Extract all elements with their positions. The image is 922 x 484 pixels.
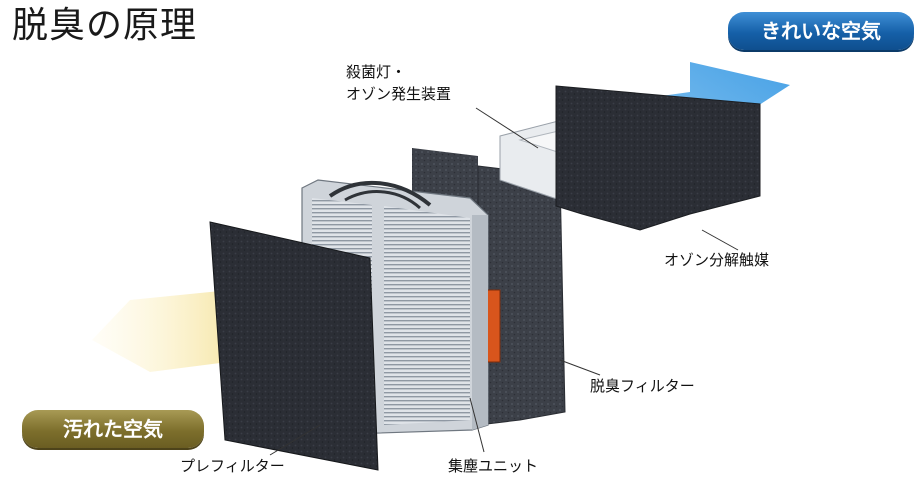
pre-filter-label: プレフィルター xyxy=(180,457,285,475)
uv-ozone-label-line2: オゾン発生装置 xyxy=(346,85,452,103)
leader-ozone-catalyst xyxy=(701,229,739,251)
ozone-catalyst-panel xyxy=(555,85,761,231)
clean-air-badge: きれいな空気 xyxy=(728,12,914,50)
uv-ozone-label-line1: 殺菌灯・ xyxy=(346,63,407,81)
dust-unit-label: 集塵ユニット xyxy=(448,457,539,475)
leader-deodorizing-filter xyxy=(559,359,601,376)
deodorizing-filter-label: 脱臭フィルター xyxy=(590,377,695,395)
leader-uv-ozone xyxy=(475,107,539,149)
leader-pre-filter xyxy=(269,424,321,456)
leader-dust-unit xyxy=(469,397,485,453)
ozone-catalyst-label: オゾン分解触媒 xyxy=(664,251,770,269)
pre-filter-panel xyxy=(209,221,379,471)
dirty-air-badge: 汚れた空気 xyxy=(22,410,204,448)
page-title: 脱臭の原理 xyxy=(12,5,198,46)
